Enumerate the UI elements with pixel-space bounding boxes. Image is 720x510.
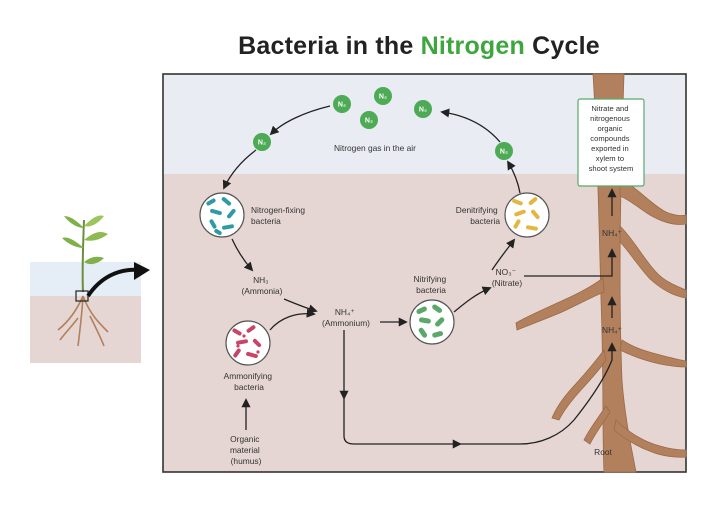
title-highlight: Nitrogen bbox=[420, 32, 525, 60]
arrow-air-cycle bbox=[269, 105, 331, 136]
xylem-export-label: Nitrate and nitrogenous organic compound… bbox=[589, 104, 634, 173]
arrow-to-air bbox=[440, 108, 501, 143]
n2-label: N₂ bbox=[500, 149, 508, 156]
root-nh4-upper-label: NH₄⁺ bbox=[602, 228, 622, 238]
ammonium-label: NH₄⁺ (Ammonium) bbox=[322, 307, 370, 328]
arrow-ammonifying-to-ammonium bbox=[269, 308, 316, 331]
root-label: Root bbox=[594, 447, 612, 457]
nitrogen-fixing-label: Nitrogen-fixing bacteria bbox=[251, 205, 307, 226]
air-label: Nitrogen gas in the air bbox=[334, 143, 416, 153]
xylem-export-box bbox=[577, 98, 645, 187]
denitrifying-label: Denitrifying bacteria bbox=[456, 205, 501, 226]
ammonifying-bacteria-circle bbox=[225, 320, 271, 366]
n2-label: N₂ bbox=[258, 140, 266, 147]
title-part2: Cycle bbox=[524, 32, 600, 60]
ammonifying-label: Ammonifying bacteria bbox=[224, 371, 275, 392]
n2-molecule: N₂ bbox=[333, 95, 351, 113]
arrow-to-root-uptake bbox=[460, 342, 617, 445]
arrow-fixing-to-ammonia bbox=[231, 238, 254, 272]
node-labels: Nitrogen-fixing bacteria Denitrifying ba… bbox=[224, 104, 634, 466]
arrow-nitrifying-to-nitrate bbox=[453, 286, 492, 313]
n2-molecules: N₂ N₂ N₂ N₂ N₂ N₂ bbox=[253, 87, 513, 160]
arrow-to-fixing bbox=[222, 149, 257, 190]
arrow-nitrate-to-denitrifying bbox=[491, 238, 516, 271]
title-part1: Bacteria in the bbox=[238, 32, 421, 60]
n2-molecule: N₂ bbox=[360, 111, 378, 129]
n2-molecule: N₂ bbox=[495, 142, 513, 160]
nitrate-label: NO₃⁻ (Nitrate) bbox=[492, 267, 522, 288]
organic-material-label: Organic material (humus) bbox=[230, 434, 262, 466]
denitrifying-bacteria-circle bbox=[504, 192, 550, 238]
nitrogen-fixing-bacteria-circle bbox=[199, 192, 245, 238]
root-nh4-lower-label: NH₄⁺ bbox=[602, 325, 622, 335]
plant-thumbnail bbox=[30, 215, 150, 363]
ammonia-label: NH₃ (Ammonia) bbox=[242, 275, 283, 296]
cycle-arrows bbox=[222, 105, 617, 449]
arrow-nitrate-to-root bbox=[524, 248, 617, 277]
diagram-title: Bacteria in the Nitrogen Cycle bbox=[0, 32, 720, 61]
n2-molecule: N₂ bbox=[414, 100, 432, 118]
n2-molecule: N₂ bbox=[253, 133, 271, 151]
n2-label: N₂ bbox=[419, 107, 427, 114]
nitrifying-bacteria-circle bbox=[409, 299, 455, 345]
nitrifying-label: Nitrifying bacteria bbox=[414, 274, 449, 295]
n2-molecule: N₂ bbox=[374, 87, 392, 105]
n2-label: N₂ bbox=[379, 94, 387, 101]
arrow-ammonium-to-root bbox=[343, 398, 462, 449]
n2-label: N₂ bbox=[365, 118, 373, 125]
n2-label: N₂ bbox=[338, 102, 346, 109]
arrow-denitrify-release bbox=[507, 160, 521, 194]
